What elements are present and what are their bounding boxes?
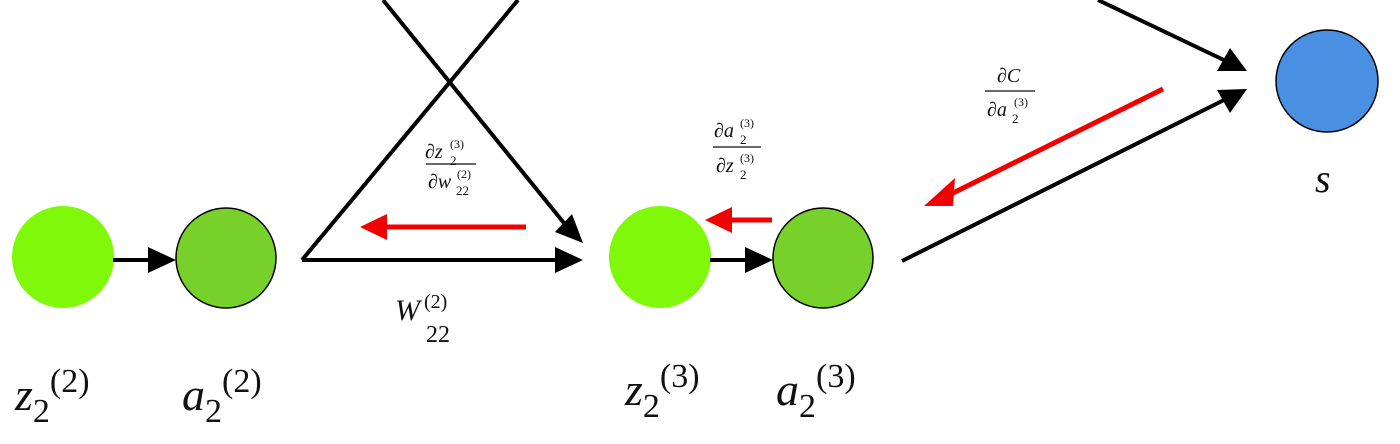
arrowhead-icon [555,214,583,243]
svg-text:∂z: ∂z [425,141,443,163]
svg-text:(2): (2) [457,167,471,181]
derivative-da-dz: ∂a 2 (3) ∂z 2 (3) [713,116,761,182]
label-a2-2: a2(2) [182,363,262,430]
incoming-edge-s-top [1097,0,1229,64]
svg-text:22: 22 [456,183,469,198]
node-a2-3 [772,207,874,309]
svg-text:W: W [395,294,423,327]
arrowhead-icon [555,247,583,273]
svg-text:2: 2 [450,153,457,168]
derivative-dz-dw: ∂z 2 (3) ∂w 22 (2) [425,137,476,198]
arrowhead-icon [148,247,176,273]
arrowhead-icon [924,178,955,206]
edge-a2-3-to-s [901,96,1229,263]
svg-text:a2(2): a2(2) [182,363,262,430]
node-z2-3 [609,206,711,308]
svg-text:(3): (3) [740,116,754,130]
arrowhead-icon [705,207,732,233]
svg-text:22: 22 [426,322,450,348]
incoming-edge-left [381,0,570,230]
svg-text:∂a: ∂a [714,120,734,142]
node-z2-2 [12,206,114,308]
label-s: s [1315,156,1331,201]
arrowhead-icon [745,247,773,273]
svg-text:(2): (2) [424,291,447,313]
svg-text:∂z: ∂z [716,155,734,177]
node-a2-2 [175,207,277,309]
arrowhead-icon [1217,48,1247,71]
svg-text:2: 2 [740,132,747,147]
svg-text:s: s [1315,156,1331,201]
svg-text:∂w: ∂w [428,171,452,193]
node-s [1275,29,1379,133]
svg-text:∂a: ∂a [987,99,1007,121]
svg-text:z2(3): z2(3) [624,358,700,425]
label-z2-3: z2(3) [624,358,700,425]
label-weight-w22: W (2) 22 [395,291,450,348]
label-z2-2: z2(2) [14,363,90,430]
svg-text:2: 2 [740,167,747,182]
incoming-edge-right [300,0,520,262]
derivative-dC-da: ∂C ∂a 2 (3) [985,65,1035,126]
svg-text:∂C: ∂C [997,65,1021,87]
arrowhead-icon [360,214,387,240]
arrowhead-icon [1217,89,1247,113]
svg-text:(3): (3) [450,137,464,151]
label-a2-3: a2(3) [776,358,856,425]
svg-text:(3): (3) [740,151,754,165]
svg-text:2: 2 [1012,111,1019,126]
svg-text:z2(2): z2(2) [14,363,90,430]
svg-text:a2(3): a2(3) [776,358,856,425]
backprop-arrow-dC-da [943,86,1165,200]
svg-text:(3): (3) [1014,95,1028,109]
